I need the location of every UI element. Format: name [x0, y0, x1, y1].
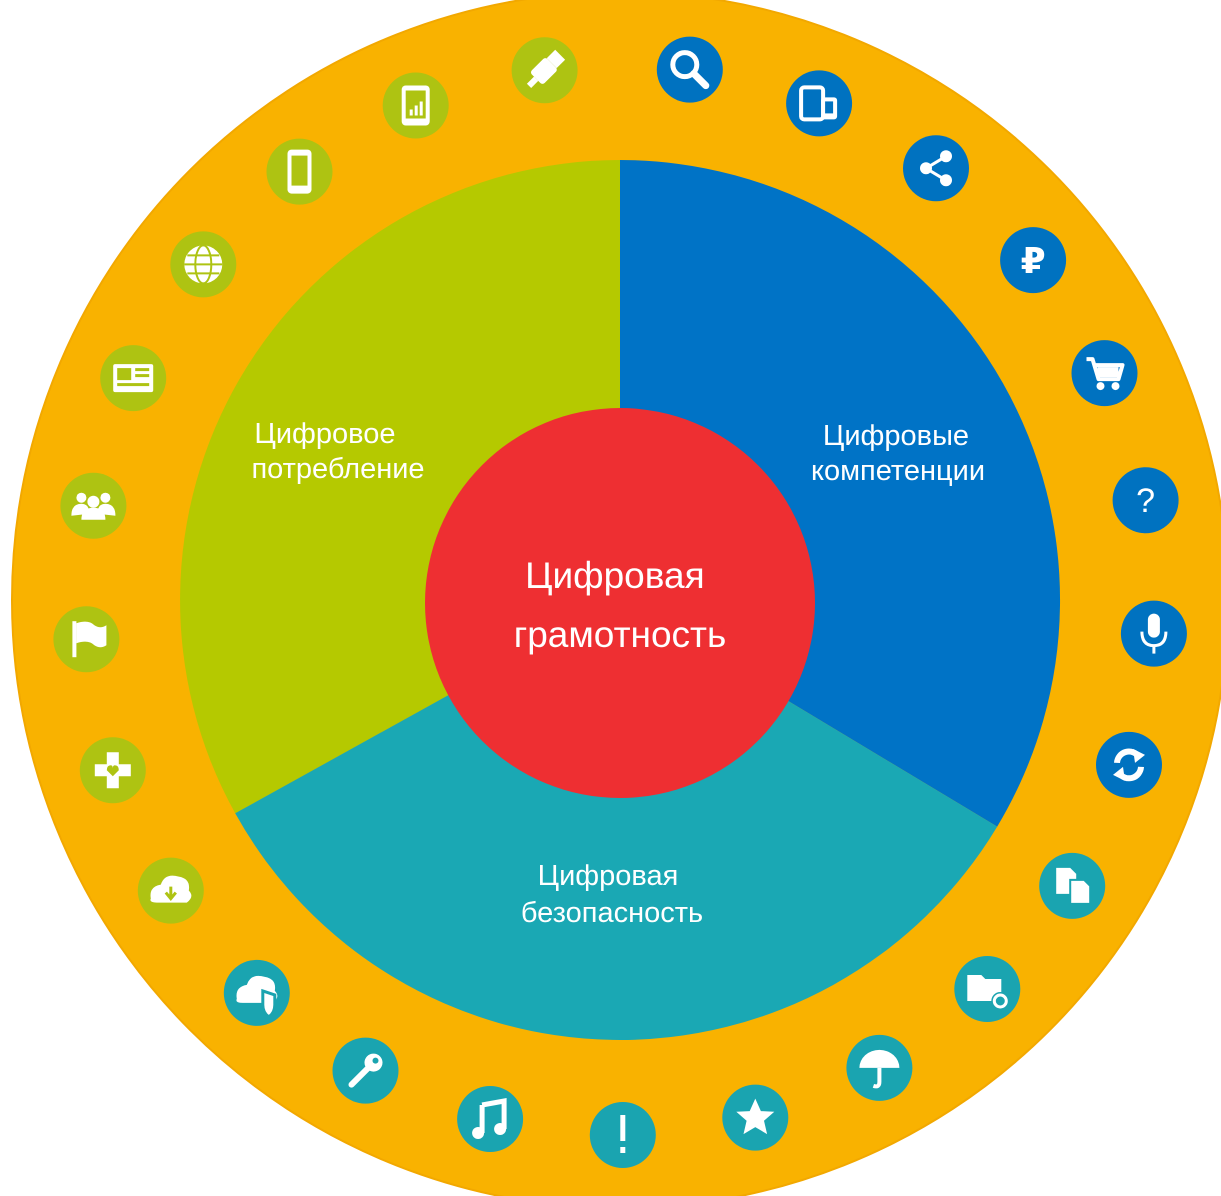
flag-icon-glyph: [72, 621, 107, 658]
question-icon-badge: [1112, 467, 1179, 534]
umbrella-icon-glyph: [859, 1049, 900, 1089]
exclamation-icon: [589, 1102, 656, 1168]
microphone-icon-glyph: [1140, 613, 1168, 654]
smartphone-icon-glyph: [287, 149, 312, 194]
folder-settings-icon-glyph: [967, 975, 1010, 1010]
tablet-signal-icon: [382, 72, 449, 139]
flag-icon: [53, 606, 120, 673]
share-icon: [903, 135, 969, 202]
cloud-shield-icon: [223, 959, 290, 1026]
usb-icon: [511, 37, 578, 104]
news-icon: [100, 345, 167, 412]
search-icon-glyph: [670, 50, 710, 90]
medical-cross-icon-glyph: [94, 752, 131, 789]
cloud-download-icon-glyph: [150, 875, 192, 903]
devices-icon: [786, 70, 853, 137]
cart-icon: [1071, 340, 1138, 407]
tablet-signal-icon-glyph: [401, 85, 430, 126]
security-label: Цифровая безопасность: [521, 860, 703, 929]
refresh-icon-glyph: [1113, 748, 1145, 782]
svg-text:?: ?: [1136, 482, 1155, 520]
copy-icon-glyph: [1056, 867, 1092, 905]
key-icon-glyph: [348, 1053, 383, 1088]
search-icon: [656, 36, 723, 103]
question-icon: ?: [1112, 467, 1179, 534]
svg-text:₽: ₽: [1021, 240, 1046, 281]
sector-security: [235, 600, 998, 1040]
competencies-label: Цифровые компетенции: [811, 420, 985, 487]
news-icon-glyph: [113, 364, 154, 393]
users-icon-glyph: [71, 492, 116, 520]
smartphone-icon: [266, 138, 333, 205]
cloud-shield-icon-glyph: [236, 975, 278, 1019]
ruble-icon: ₽: [1000, 227, 1067, 294]
microphone-icon: [1120, 600, 1187, 667]
folder-settings-icon: [954, 956, 1021, 1022]
ruble-icon-glyph: ₽: [1021, 240, 1046, 281]
usb-icon-glyph: [526, 49, 566, 88]
globe-icon: [170, 231, 237, 298]
copy-icon: [1039, 852, 1106, 919]
music-icon-badge: [457, 1086, 524, 1152]
refresh-icon: [1096, 731, 1162, 798]
icon-ring: ₽?: [53, 36, 1187, 1168]
exclamation-icon-glyph: [620, 1115, 626, 1153]
devices-icon-glyph: [799, 85, 838, 122]
refresh-icon-badge: [1096, 731, 1162, 798]
center-label: Цифровая грамотность: [514, 555, 727, 655]
cart-icon-glyph: [1086, 357, 1125, 391]
share-icon-badge: [903, 135, 969, 202]
ruble-icon-badge: [1000, 227, 1067, 294]
medical-cross-icon: [79, 737, 146, 804]
star-icon-glyph: [736, 1098, 775, 1135]
globe-icon-glyph: [184, 244, 223, 285]
star-icon: [722, 1084, 789, 1151]
question-icon-glyph: ?: [1136, 482, 1155, 520]
share-icon-glyph: [920, 150, 952, 187]
search-icon-badge: [656, 36, 723, 103]
users-icon: [60, 472, 127, 539]
umbrella-icon: [846, 1034, 913, 1101]
music-icon-glyph: [472, 1098, 507, 1139]
cloud-download-icon: [137, 857, 204, 924]
devices-icon-badge: [786, 70, 853, 137]
music-icon: [457, 1086, 524, 1152]
center-circle: [425, 408, 815, 798]
key-icon: [332, 1037, 399, 1104]
consumption-label: Цифровое потребление: [251, 418, 424, 485]
